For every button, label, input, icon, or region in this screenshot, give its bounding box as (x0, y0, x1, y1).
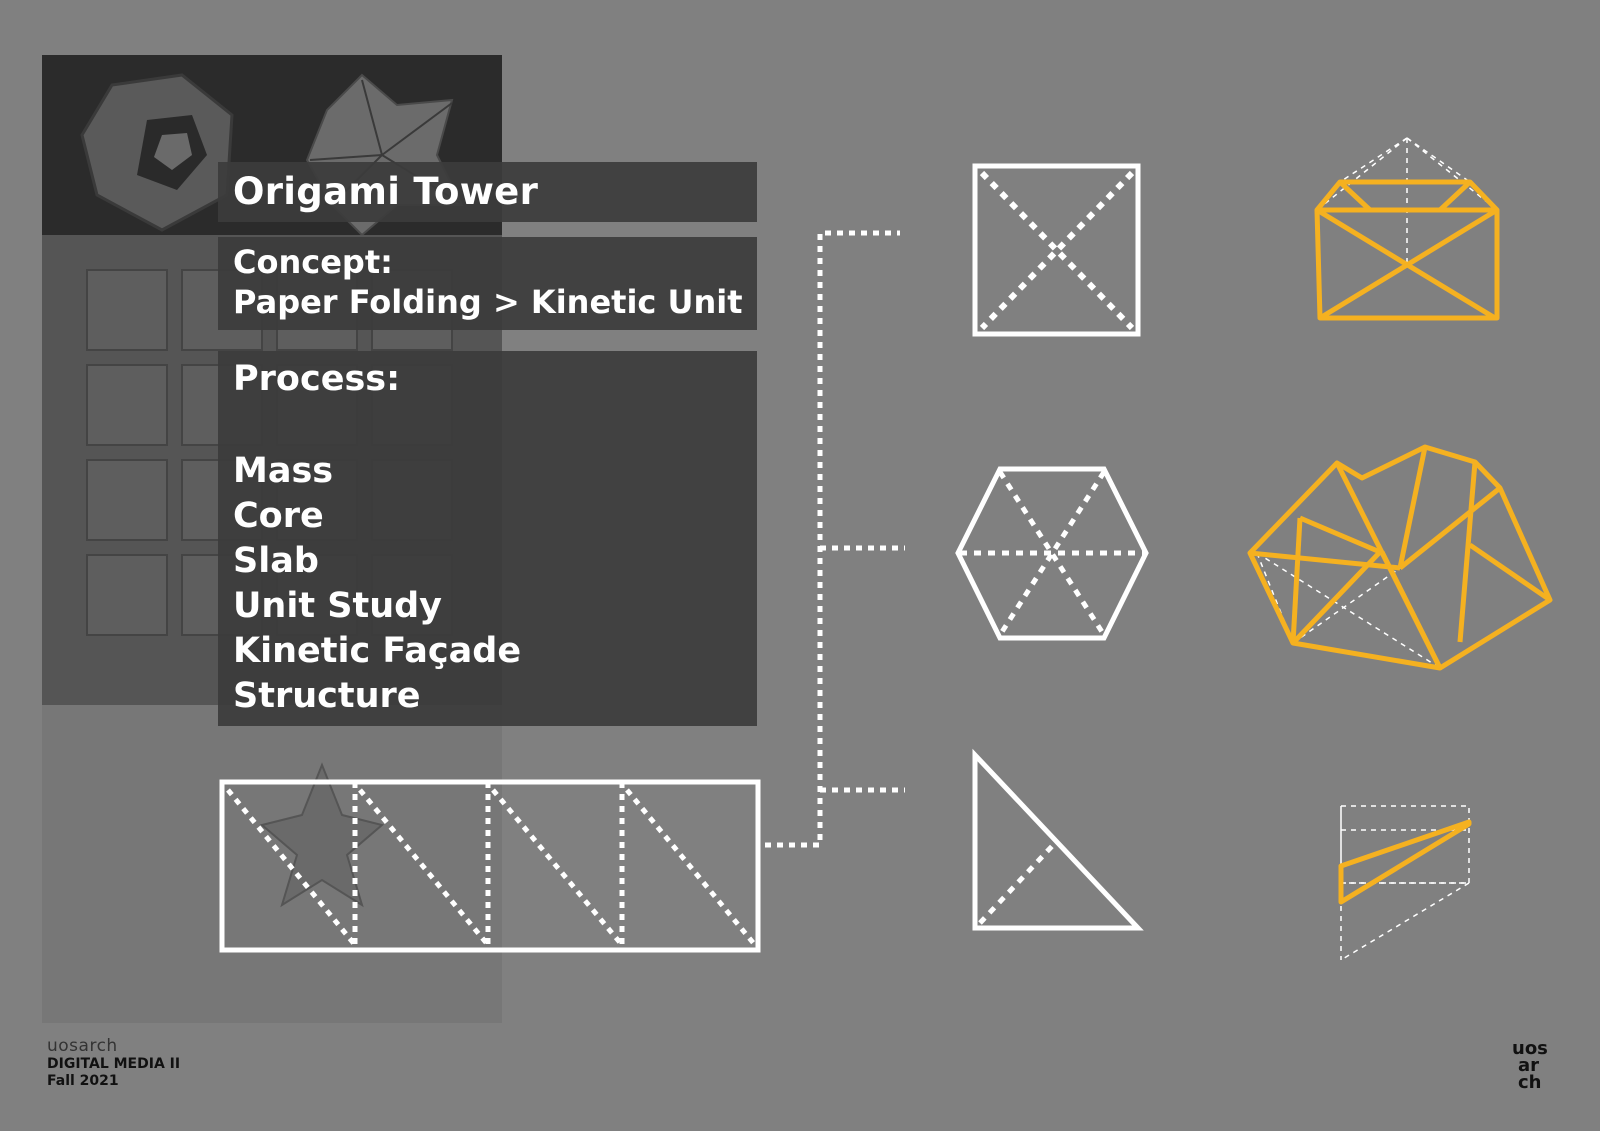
footer-term: Fall 2021 (47, 1073, 119, 1089)
flower-unit-3d (1247, 444, 1553, 671)
process-item-slab: Slab (233, 541, 319, 581)
fold-strip-diagram (219, 779, 761, 953)
footer-course: DIGITAL MEDIA II (47, 1056, 181, 1072)
concept-panel: Concept: Paper Folding > Kinetic Unit (218, 237, 757, 330)
process-label: Process: (233, 359, 401, 399)
title-panel: Origami Tower (218, 162, 757, 222)
wedge-unit-3d (1338, 805, 1472, 961)
process-item-structure: Structure (233, 676, 421, 716)
process-list: Mass Core Slab Unit Study Kinetic Façade… (233, 449, 521, 719)
hexagon-fold-diagram (955, 466, 1149, 641)
process-item-core: Core (233, 496, 324, 536)
connector-bracket (765, 230, 905, 848)
process-item-kinetic-facade: Kinetic Façade (233, 631, 522, 671)
photo-origami-star (42, 705, 502, 1023)
page-title: Origami Tower (233, 170, 539, 213)
concept-label: Concept: (233, 243, 393, 281)
process-item-unit-study: Unit Study (233, 586, 442, 626)
svg-text:ar: ar (1518, 1055, 1539, 1076)
square-fold-diagram (972, 163, 1141, 337)
envelope-unit-3d (1314, 137, 1500, 321)
concept-text: Paper Folding > Kinetic Unit (233, 283, 743, 321)
uos-arch-logo: uos ar ch (1510, 1036, 1570, 1093)
footer-brand: uosarch (47, 1036, 118, 1056)
process-item-mass: Mass (233, 451, 334, 491)
svg-text:ch: ch (1518, 1072, 1541, 1090)
triangle-fold-diagram (972, 748, 1144, 931)
svg-text:uos: uos (1512, 1038, 1548, 1059)
footer-course-info: uosarch DIGITAL MEDIA II Fall 2021 (47, 1036, 180, 1090)
process-panel: Process: Mass Core Slab Unit Study Kinet… (218, 351, 757, 726)
